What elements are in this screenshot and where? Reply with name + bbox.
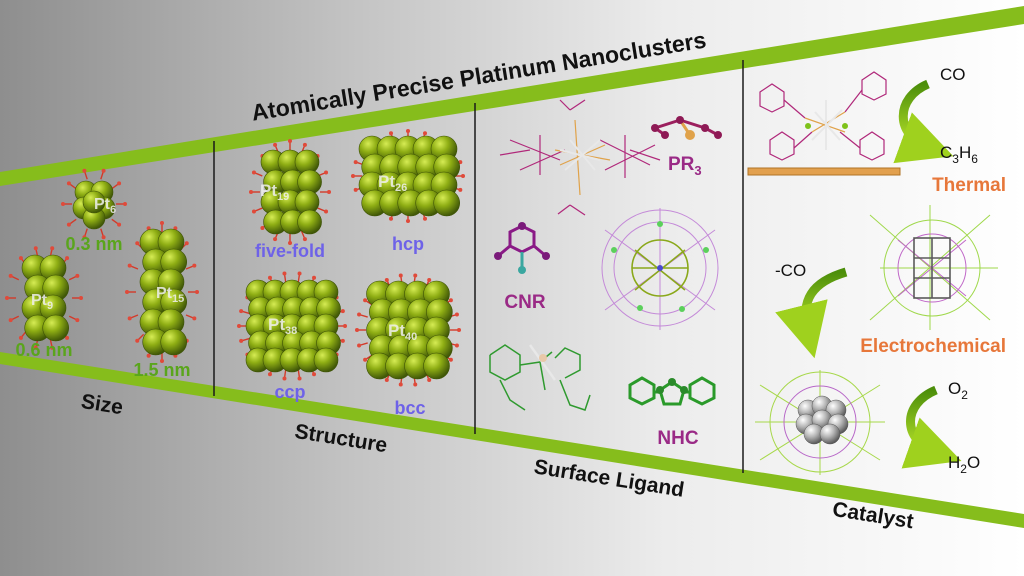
cluster-pt6: [61, 168, 127, 240]
nhc-cluster-wireframe: [489, 344, 591, 411]
catalyst-support: [747, 167, 901, 176]
ligand-label-cnr: CNR: [504, 292, 545, 313]
electrochemical-arrow: [775, 267, 848, 359]
cluster-pt38: [237, 271, 347, 381]
orr-product-h2o: H2O: [948, 453, 980, 476]
label-thermal: Thermal: [932, 175, 1006, 196]
top-band: [0, 6, 1024, 186]
orr-cluster-core: [795, 395, 849, 445]
cluster-pt40: [355, 273, 461, 387]
cluster-label-pt9: Pt9: [31, 292, 53, 312]
cluster-label-pt15: Pt15: [156, 285, 184, 305]
orr-reactant-o2: O2: [948, 379, 968, 402]
cluster-label-pt40: Pt40: [388, 321, 417, 343]
structure-label-bcc: bcc: [394, 398, 425, 418]
ligand-label-pr3: PR3: [668, 154, 702, 178]
thermal-product-c3h6: C3H6: [940, 143, 978, 166]
cluster-label-pt38: Pt38: [268, 315, 297, 337]
cluster-label-pt19: Pt19: [260, 181, 289, 203]
cluster-layer: [5, 129, 465, 387]
ligand-label-nhc: NHC: [657, 428, 698, 449]
size-label-0-3nm: 0.3 nm: [65, 234, 122, 254]
cnr-molecule: [494, 222, 550, 274]
heading-size: Size: [79, 390, 124, 419]
label-electrochemical: Electrochemical: [860, 336, 1006, 357]
cluster-pt9: [5, 246, 83, 350]
bottom-band: [0, 352, 1024, 528]
cluster-pt26: [351, 129, 465, 223]
cluster-pt19: [249, 139, 331, 245]
pr3-cluster-wireframe: [499, 99, 661, 216]
thermal-catalyst-wireframe: [759, 71, 887, 161]
structure-label-five-fold: five-fold: [255, 241, 325, 261]
cnr-cluster-wireframe: [601, 208, 719, 330]
structure-label-ccp: ccp: [274, 382, 305, 402]
thermal-arrow: [893, 79, 954, 164]
heading-structure: Structure: [293, 420, 389, 457]
nhc-molecule: [628, 376, 716, 406]
size-label-0-6nm: 0.6 nm: [15, 340, 72, 360]
structure-label-hcp: hcp: [392, 234, 424, 254]
pr3-molecule: [651, 116, 722, 140]
electrochemical-reagent-co: -CO: [775, 261, 806, 280]
thermal-reactant-co: CO: [940, 65, 966, 84]
orr-arrow: [901, 385, 962, 469]
size-label-1-5nm: 1.5 nm: [133, 360, 190, 380]
cluster-label-pt6: Pt6: [94, 196, 116, 216]
cluster-label-pt26: Pt26: [378, 172, 407, 194]
cluster-pt15: [125, 221, 199, 363]
electrochemical-catalyst-wireframe: [869, 205, 998, 330]
